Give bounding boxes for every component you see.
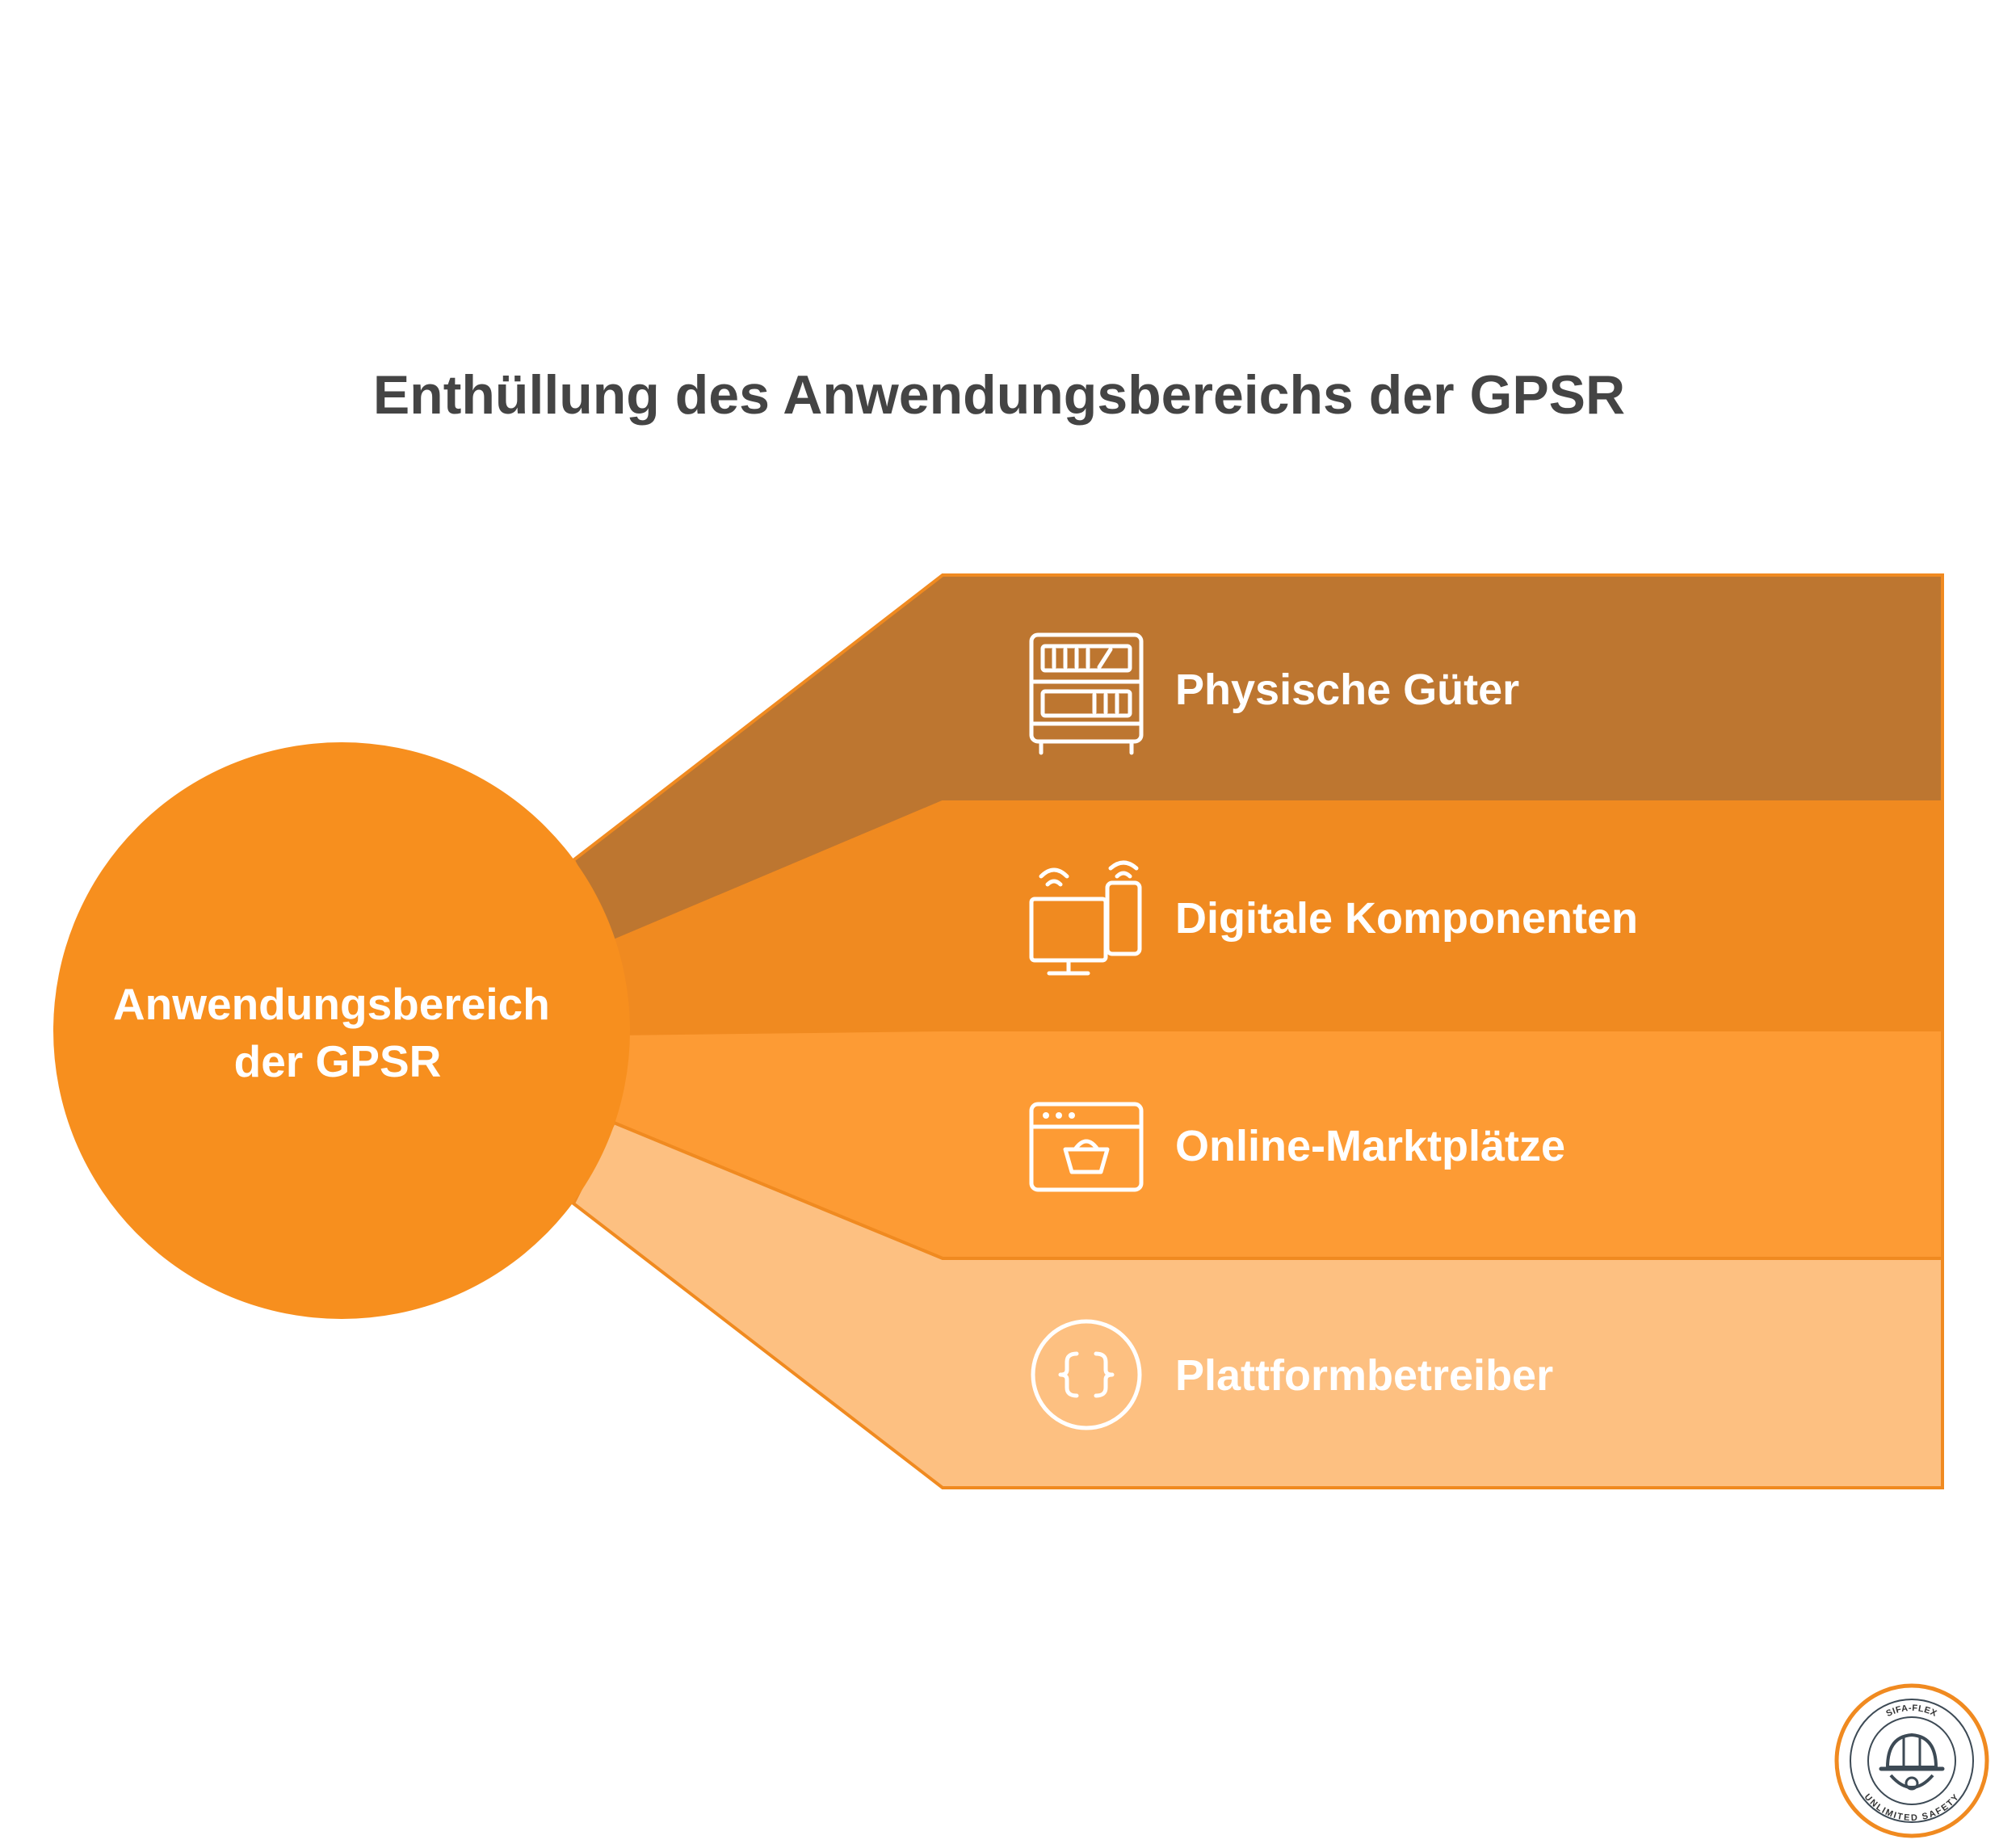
- center-label-line1: Anwendungsbereich: [113, 979, 550, 1029]
- helmet-gear-logo-icon: [1879, 1732, 1945, 1791]
- center-circle: [53, 742, 630, 1319]
- branch-bands: [571, 573, 1944, 1489]
- center-label: Anwendungsbereich der GPSR: [113, 979, 562, 1086]
- shopping-browser-icon: [1029, 1102, 1144, 1192]
- code-braces-icon: [1031, 1319, 1142, 1430]
- center-label-line2: der GPSR: [234, 1036, 442, 1086]
- diagram-title: Enthüllung des Anwendungsbereichs der GP…: [373, 364, 1625, 426]
- branch-label-physische-gueter: Physische Güter: [1175, 666, 1519, 714]
- sifa-flex-logo: SIFA-FLEX UNLIMITED SAFETY: [1834, 1683, 1989, 1838]
- bookshelf-icon: [1029, 632, 1144, 755]
- devices-icon: [1029, 860, 1142, 976]
- branch-label-plattformbetreiber: Plattformbetreiber: [1175, 1351, 1553, 1400]
- branch-label-digitale-komponenten: Digitale Komponenten: [1175, 894, 1638, 943]
- branch-label-online-marktplaetze: Online-Marktplätze: [1175, 1122, 1565, 1170]
